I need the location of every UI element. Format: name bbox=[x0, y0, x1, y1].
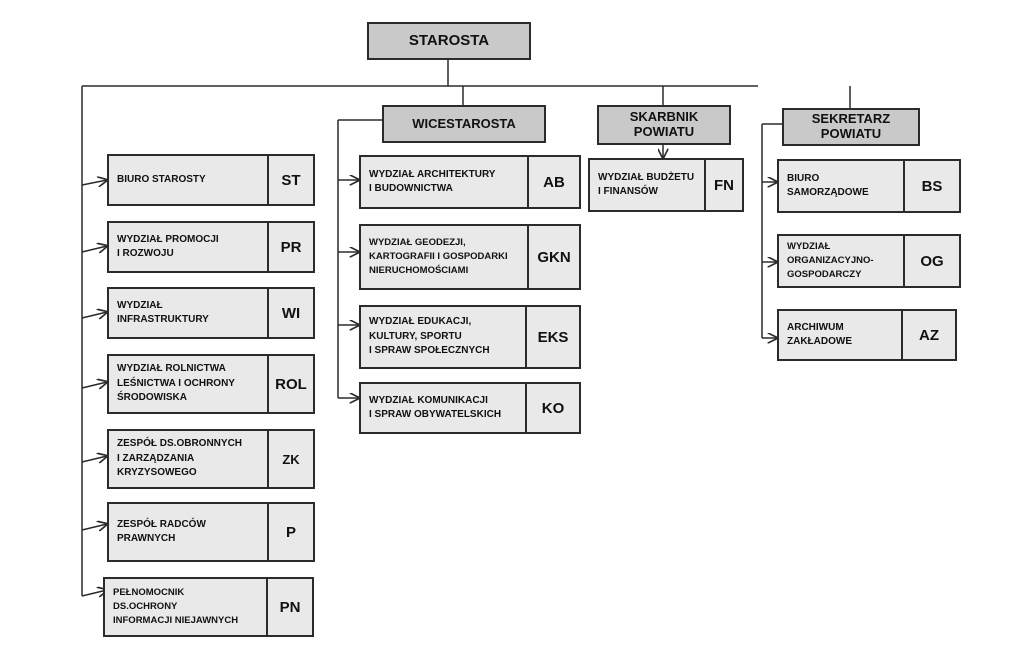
unit-name: WYDZIAŁ ROLNICTWA LEŚNICTWA I OCHRONY ŚR… bbox=[117, 363, 235, 404]
unit-code: KO bbox=[525, 384, 579, 432]
unit-bs: BIURO SAMORZĄDOWE BS bbox=[777, 159, 961, 213]
unit-og: WYDZIAŁ ORGANIZACYJNO- GOSPODARCZY OG bbox=[777, 234, 961, 288]
unit-name: ZESPÓŁ DS.OBRONNYCH I ZARZĄDZANIA KRYZYS… bbox=[117, 438, 243, 479]
unit-code: FN bbox=[704, 160, 742, 210]
unit-code: PR bbox=[267, 223, 313, 271]
unit-name: WYDZIAŁ EDUKACJI, KULTURY, SPORTU I SPRA… bbox=[369, 316, 490, 357]
unit-pn: PEŁNOMOCNIK DS.OCHRONY INFORMACJI NIEJAW… bbox=[103, 577, 314, 637]
sekretarz-box: SEKRETARZ POWIATU bbox=[782, 108, 920, 146]
unit-st: BIURO STAROSTY ST bbox=[107, 154, 315, 206]
unit-wi: WYDZIAŁ INFRASTRUKTURY WI bbox=[107, 287, 315, 339]
unit-code: WI bbox=[267, 289, 313, 337]
starosta-label: STAROSTA bbox=[408, 32, 490, 50]
unit-code: ROL bbox=[267, 356, 313, 412]
unit-name: WYDZIAŁ ARCHITEKTURY I BUDOWNICTWA bbox=[369, 168, 496, 195]
unit-p: ZESPÓŁ RADCÓW PRAWNYCH P bbox=[107, 502, 315, 562]
unit-code: EKS bbox=[525, 307, 579, 367]
unit-code: P bbox=[267, 504, 313, 560]
unit-name: ZESPÓŁ RADCÓW PRAWNYCH bbox=[117, 518, 206, 545]
unit-name: ARCHIWUM ZAKŁADOWE bbox=[787, 321, 852, 348]
starosta-box: STAROSTA bbox=[367, 22, 531, 60]
wicestarosta-box: WICESTAROSTA bbox=[382, 105, 546, 143]
unit-name: WYDZIAŁ ORGANIZACYJNO- GOSPODARCZY bbox=[787, 241, 874, 280]
unit-name: BIURO STAROSTY bbox=[117, 173, 206, 185]
unit-code: ST bbox=[267, 156, 313, 204]
unit-gkn: WYDZIAŁ GEODEZJI, KARTOGRAFII I GOSPODAR… bbox=[359, 224, 581, 290]
unit-code: GKN bbox=[527, 226, 579, 288]
unit-name: WYDZIAŁ INFRASTRUKTURY bbox=[117, 299, 209, 326]
unit-name: WYDZIAŁ KOMUNIKACJI I SPRAW OBYWATELSKIC… bbox=[369, 394, 502, 421]
unit-name: WYDZIAŁ GEODEZJI, KARTOGRAFII I GOSPODAR… bbox=[369, 237, 508, 276]
wicestarosta-label: WICESTAROSTA bbox=[412, 115, 516, 131]
unit-ab: WYDZIAŁ ARCHITEKTURY I BUDOWNICTWA AB bbox=[359, 155, 581, 209]
skarbnik-box: SKARBNIK POWIATU bbox=[597, 105, 731, 145]
sekretarz-label: SEKRETARZ POWIATU bbox=[811, 111, 891, 141]
unit-name: PEŁNOMOCNIK DS.OCHRONY INFORMACJI NIEJAW… bbox=[113, 587, 239, 626]
unit-code: OG bbox=[903, 236, 959, 286]
unit-rol: WYDZIAŁ ROLNICTWA LEŚNICTWA I OCHRONY ŚR… bbox=[107, 354, 315, 414]
unit-code: AZ bbox=[901, 311, 955, 359]
unit-zk: ZESPÓŁ DS.OBRONNYCH I ZARZĄDZANIA KRYZYS… bbox=[107, 429, 315, 489]
unit-code: PN bbox=[266, 579, 312, 635]
unit-code: BS bbox=[903, 161, 959, 211]
unit-pr: WYDZIAŁ PROMOCJI I ROZWOJU PR bbox=[107, 221, 315, 273]
unit-ko: WYDZIAŁ KOMUNIKACJI I SPRAW OBYWATELSKIC… bbox=[359, 382, 581, 434]
unit-name: WYDZIAŁ BUDŻETU I FINANSÓW bbox=[598, 171, 695, 198]
unit-name: BIURO SAMORZĄDOWE bbox=[787, 172, 869, 199]
unit-eks: WYDZIAŁ EDUKACJI, KULTURY, SPORTU I SPRA… bbox=[359, 305, 581, 369]
unit-name: WYDZIAŁ PROMOCJI I ROZWOJU bbox=[117, 233, 219, 260]
unit-fn: WYDZIAŁ BUDŻETU I FINANSÓW FN bbox=[588, 158, 744, 212]
skarbnik-label: SKARBNIK POWIATU bbox=[629, 109, 699, 139]
unit-az: ARCHIWUM ZAKŁADOWE AZ bbox=[777, 309, 957, 361]
unit-code: AB bbox=[527, 157, 579, 207]
unit-code: ZK bbox=[267, 431, 313, 487]
